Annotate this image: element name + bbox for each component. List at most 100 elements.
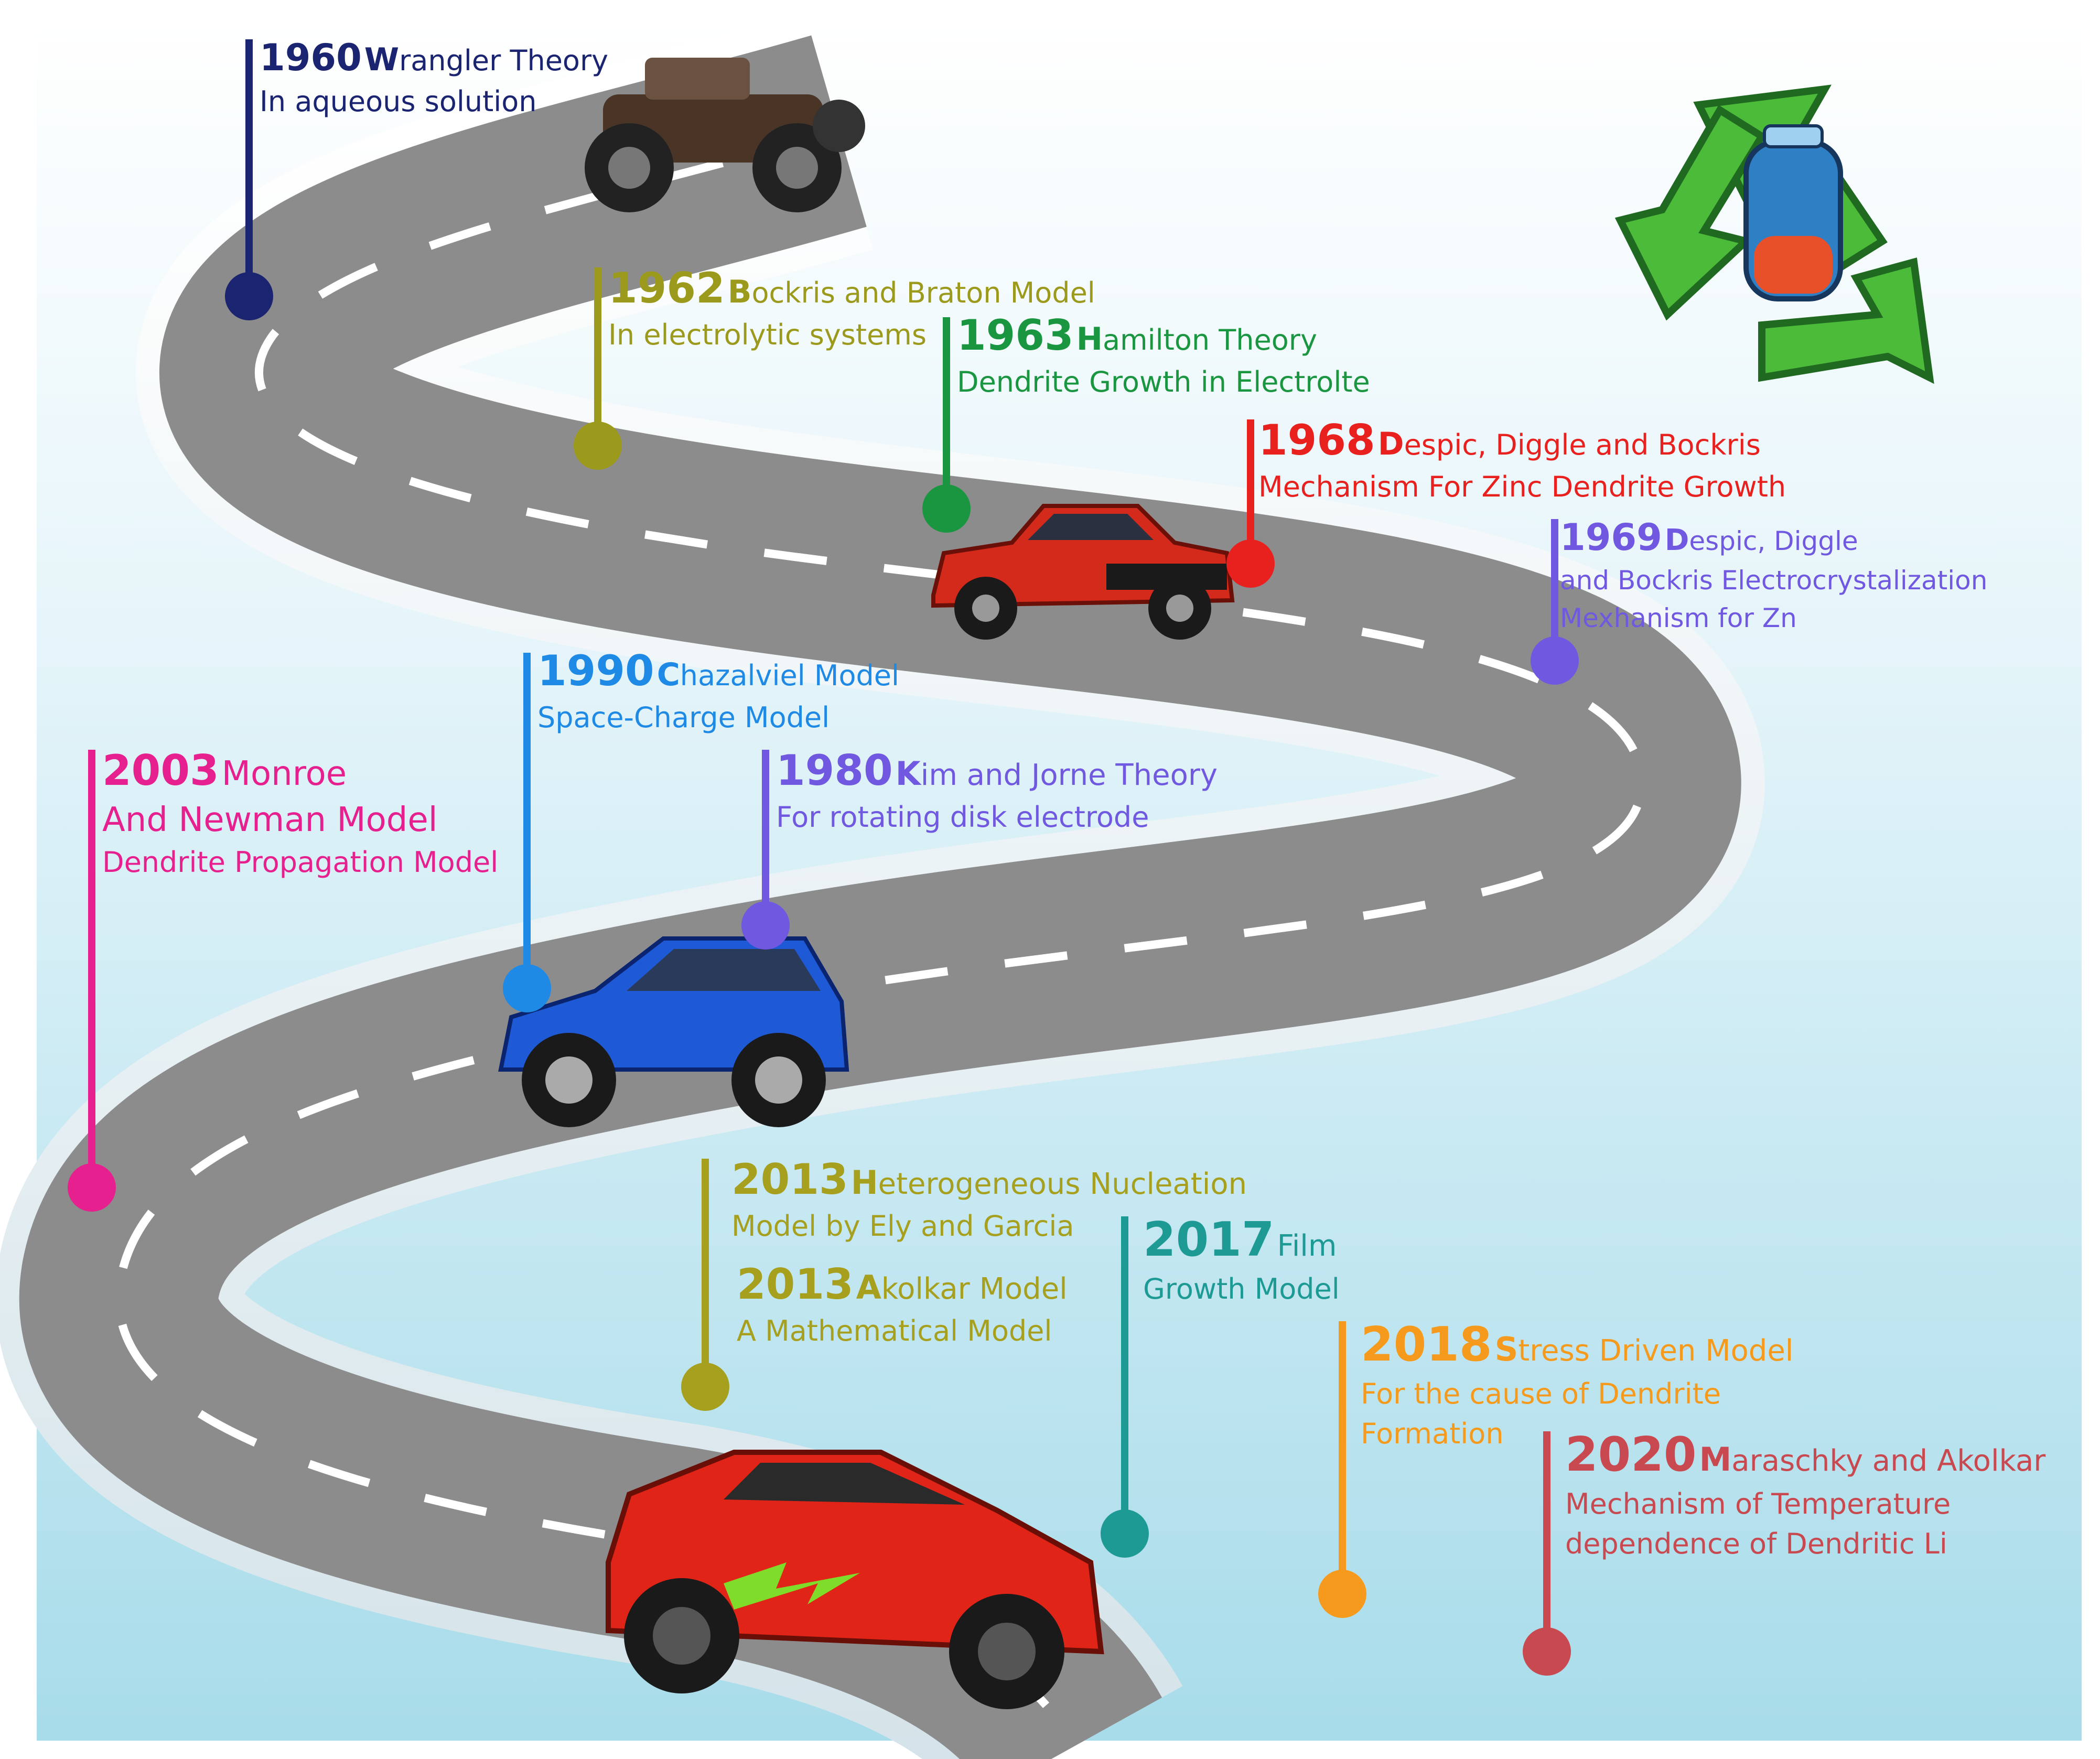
milestone-pin bbox=[1318, 1570, 1366, 1618]
milestone-pin bbox=[1531, 636, 1579, 685]
milestone-year: 2013 bbox=[731, 1155, 848, 1204]
milestone-heading: 1960 Wrangler Theory bbox=[260, 39, 608, 76]
milestone-title: amilton Theory bbox=[1102, 323, 1317, 357]
milestone-title-initial: D bbox=[1377, 426, 1404, 462]
milestone-line bbox=[702, 1159, 709, 1389]
milestone-title-initial: H bbox=[1076, 321, 1103, 358]
milestone-heading: 2017 Film bbox=[1143, 1216, 1340, 1264]
milestone-title-initial: S bbox=[1494, 1330, 1519, 1368]
milestone-title-initial: H bbox=[850, 1163, 878, 1202]
milestone-title-initial: M bbox=[1699, 1440, 1732, 1479]
milestone-line bbox=[1339, 1321, 1346, 1596]
milestone-subtitle: Growth Model bbox=[1143, 1272, 1340, 1305]
milestone-pin bbox=[503, 964, 551, 1012]
milestone-title-initial: K bbox=[895, 754, 921, 793]
milestone-subtitle: Space-Charge Model bbox=[537, 701, 830, 734]
milestone-title: araschky and Akolkar bbox=[1731, 1444, 2046, 1478]
blue-hatchback-icon bbox=[498, 936, 849, 1127]
milestone-label: 1960 Wrangler Theory In aqueous solution bbox=[260, 39, 608, 116]
milestone-label: 2013 Akolkar Model A Mathematical Model bbox=[737, 1264, 1068, 1345]
milestone-title-initial: W bbox=[364, 41, 400, 78]
milestone-subtitle: Mechanism of Temperature bbox=[1565, 1487, 1951, 1520]
milestone-title: im and Jorne Theory bbox=[920, 758, 1218, 792]
milestone-line bbox=[762, 750, 769, 928]
milestone-year: 1963 bbox=[957, 311, 1074, 360]
milestone-year: 1960 bbox=[260, 36, 362, 79]
milestone-title: ockris and Braton Model bbox=[751, 276, 1095, 309]
milestone-heading: 1968 Despic, Diggle and Bockris bbox=[1258, 419, 1786, 461]
milestone-title: espic, Diggle bbox=[1689, 526, 1858, 556]
milestone-heading: 2020 Maraschky and Akolkar bbox=[1565, 1431, 2045, 1479]
milestone-heading: 1980 Kim and Jorne Theory bbox=[776, 750, 1218, 792]
milestone-subtitle: And Newman Model bbox=[102, 801, 438, 839]
vintage-car-icon bbox=[585, 58, 865, 212]
milestone-heading: 1962 Bockris and Braton Model bbox=[608, 267, 1095, 309]
red-electric-sports-car-icon bbox=[606, 1450, 1104, 1709]
milestone-subtitle: In aqueous solution bbox=[260, 85, 537, 118]
milestone-title-initial: B bbox=[727, 274, 752, 310]
milestone-title: Monroe bbox=[221, 754, 347, 793]
milestone-pins bbox=[68, 39, 1579, 1676]
milestone-subtitle: For rotating disk electrode bbox=[776, 801, 1149, 834]
milestone-heading: 2018 Stress Driven Model bbox=[1361, 1321, 1793, 1368]
milestone-label: 1962 Bockris and Braton Model In electrol… bbox=[608, 267, 1095, 349]
milestone-line bbox=[1543, 1431, 1550, 1654]
milestone-line bbox=[88, 750, 95, 1190]
milestone-heading: 1969 Despic, Diggle bbox=[1560, 519, 1987, 556]
milestone-subtitle: In electrolytic systems bbox=[608, 318, 927, 351]
milestone-subtitle: For the cause of Dendrite bbox=[1361, 1377, 1721, 1410]
recycle-battery-icon bbox=[1614, 84, 1934, 384]
milestone-heading: 2013 Heterogeneous Nucleation bbox=[731, 1159, 1247, 1201]
milestone-subtitle: Mexhanism for Zn bbox=[1560, 603, 1797, 633]
milestone-pin bbox=[1226, 539, 1275, 588]
milestone-heading: 1990 Chazalviel Model bbox=[537, 650, 899, 692]
milestone-subtitle: dependence of Dendritic Li bbox=[1565, 1527, 1947, 1560]
milestone-heading: 2003 Monroe bbox=[102, 750, 498, 792]
milestone-pin bbox=[68, 1163, 116, 1212]
milestone-line bbox=[523, 653, 531, 991]
milestone-year: 2017 bbox=[1143, 1212, 1275, 1267]
milestone-heading: 1963 Hamilton Theory bbox=[957, 315, 1370, 357]
milestone-title-initial: C bbox=[656, 656, 680, 693]
milestone-line bbox=[1121, 1216, 1128, 1536]
red-muscle-car-icon bbox=[931, 504, 1235, 640]
milestone-subtitle: Formation bbox=[1361, 1417, 1504, 1450]
milestone-pin bbox=[681, 1363, 729, 1411]
milestone-line bbox=[245, 39, 253, 299]
milestone-year: 2003 bbox=[102, 746, 219, 795]
milestone-title: Film bbox=[1277, 1229, 1337, 1263]
milestone-title-initial: A bbox=[856, 1268, 881, 1307]
milestone-title: eterogeneous Nucleation bbox=[878, 1167, 1247, 1201]
milestone-pin bbox=[922, 484, 971, 533]
milestone-year: 2013 bbox=[737, 1260, 854, 1309]
milestone-subtitle: Model by Ely and Garcia bbox=[731, 1210, 1074, 1243]
milestone-title: espic, Diggle and Bockris bbox=[1404, 428, 1761, 461]
milestone-title-initial: D bbox=[1664, 523, 1689, 557]
milestone-year: 1990 bbox=[537, 646, 654, 695]
milestone-year: 1968 bbox=[1258, 416, 1375, 465]
milestone-subtitle: Dendrite Propagation Model bbox=[102, 846, 499, 879]
milestone-year: 1962 bbox=[608, 264, 725, 312]
milestone-year: 2018 bbox=[1361, 1317, 1492, 1372]
milestone-year: 1980 bbox=[776, 746, 893, 795]
milestone-year: 1969 bbox=[1560, 516, 1662, 559]
milestone-line bbox=[1551, 519, 1558, 663]
lane-markings bbox=[114, 127, 1646, 1748]
milestone-title: rangler Theory bbox=[399, 44, 609, 77]
milestone-subtitle: Mechanism For Zinc Dendrite Growth bbox=[1258, 470, 1786, 503]
milestone-line bbox=[594, 267, 601, 448]
milestone-subtitle: A Mathematical Model bbox=[737, 1314, 1052, 1347]
milestone-heading: 2013 Akolkar Model bbox=[737, 1264, 1068, 1305]
milestone-pin bbox=[225, 272, 273, 320]
